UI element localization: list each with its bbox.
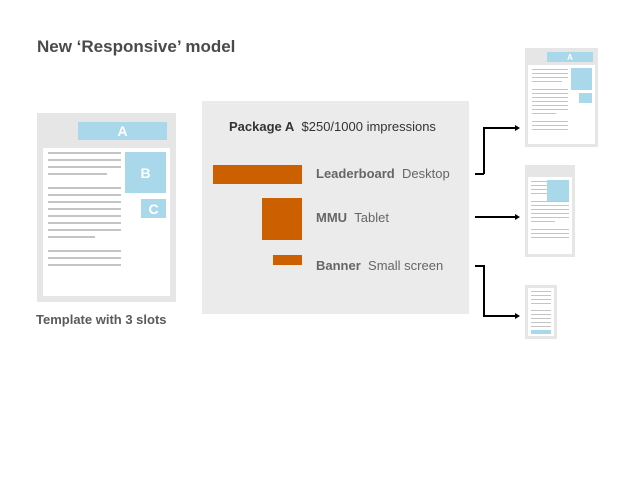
text-line bbox=[531, 205, 569, 206]
desktop-slot-a: A bbox=[547, 52, 593, 62]
text-line bbox=[48, 222, 121, 224]
text-line bbox=[532, 121, 568, 122]
device-name: Desktop bbox=[401, 166, 450, 181]
text-line bbox=[531, 326, 551, 327]
desktop-slot-b bbox=[571, 68, 592, 90]
text-line bbox=[532, 129, 568, 130]
text-line bbox=[531, 318, 551, 319]
template-page: A B C bbox=[37, 113, 176, 302]
text-line bbox=[48, 166, 121, 168]
connector-desktop bbox=[483, 127, 485, 174]
package-name: Package A bbox=[229, 119, 295, 134]
leaderboard-bar bbox=[213, 165, 302, 184]
arrow-icon bbox=[515, 125, 520, 131]
banner-bar bbox=[273, 255, 302, 265]
diagram-title: New ‘Responsive’ model bbox=[37, 37, 236, 56]
connector-mobile bbox=[483, 315, 516, 317]
text-line bbox=[531, 237, 569, 238]
desktop-slot-c bbox=[579, 93, 592, 103]
text-line bbox=[48, 187, 121, 189]
text-line bbox=[531, 233, 569, 234]
template-content-area: B C bbox=[43, 148, 170, 296]
leaderboard-label: Leaderboard Desktop bbox=[316, 166, 450, 181]
text-line bbox=[531, 299, 551, 300]
text-line bbox=[48, 194, 121, 196]
text-line bbox=[531, 291, 551, 292]
text-line bbox=[48, 264, 121, 266]
slot-b: B bbox=[125, 152, 166, 193]
text-line bbox=[532, 73, 568, 74]
desktop-content-area bbox=[528, 65, 595, 144]
text-line bbox=[531, 314, 551, 315]
text-line bbox=[531, 181, 547, 182]
slot-a: A bbox=[78, 122, 167, 140]
text-line bbox=[48, 250, 121, 252]
text-line bbox=[532, 105, 568, 106]
format-name: Banner bbox=[316, 258, 361, 273]
text-line bbox=[532, 81, 562, 82]
mobile-slot-banner bbox=[531, 330, 551, 334]
text-line bbox=[531, 295, 551, 296]
connector-desktop bbox=[483, 127, 516, 129]
tablet-slot-b bbox=[547, 180, 569, 202]
text-line bbox=[532, 97, 568, 98]
template-caption: Template with 3 slots bbox=[36, 312, 167, 327]
text-line bbox=[532, 69, 568, 70]
tablet-content-area bbox=[528, 177, 572, 254]
text-line bbox=[48, 229, 121, 231]
text-line bbox=[48, 201, 121, 203]
text-line bbox=[48, 173, 107, 175]
text-line bbox=[532, 89, 568, 90]
mobile-content-area bbox=[528, 288, 554, 336]
slot-c-label: C bbox=[148, 200, 159, 217]
slot-a-label: A bbox=[117, 123, 128, 139]
mobile-output-page bbox=[525, 285, 557, 339]
text-line bbox=[48, 215, 121, 217]
text-line bbox=[48, 236, 95, 238]
text-line bbox=[531, 221, 555, 222]
text-line bbox=[531, 193, 547, 194]
text-line bbox=[531, 303, 551, 304]
text-line bbox=[531, 217, 569, 218]
text-line bbox=[532, 125, 568, 126]
text-line bbox=[531, 213, 569, 214]
connector-mobile bbox=[475, 265, 484, 267]
slot-c: C bbox=[141, 199, 166, 218]
text-line bbox=[48, 208, 121, 210]
text-line bbox=[531, 229, 569, 230]
package-header: Package A $250/1000 impressions bbox=[229, 119, 436, 134]
arrow-icon bbox=[515, 214, 520, 220]
package-price: $250/1000 impressions bbox=[301, 119, 436, 134]
text-line bbox=[532, 113, 556, 114]
package-panel: Package A $250/1000 impressions Leaderbo… bbox=[202, 101, 469, 314]
format-name: MMU bbox=[316, 210, 348, 225]
tablet-output-page bbox=[525, 165, 575, 257]
text-line bbox=[532, 77, 568, 78]
slot-b-label: B bbox=[140, 164, 151, 181]
text-line bbox=[531, 209, 569, 210]
text-line bbox=[532, 109, 568, 110]
mmu-label: MMU Tablet bbox=[316, 210, 389, 225]
text-line bbox=[48, 257, 121, 259]
connector-mobile bbox=[483, 265, 485, 316]
text-line bbox=[532, 93, 568, 94]
format-name: Leaderboard bbox=[316, 166, 395, 181]
text-line bbox=[531, 310, 551, 311]
connector-desktop bbox=[475, 173, 484, 175]
text-line bbox=[48, 159, 121, 161]
text-line bbox=[532, 101, 568, 102]
banner-label: Banner Small screen bbox=[316, 258, 443, 273]
text-line bbox=[48, 152, 121, 154]
device-name: Small screen bbox=[368, 258, 444, 273]
device-name: Tablet bbox=[354, 210, 389, 225]
arrow-icon bbox=[515, 313, 520, 319]
text-line bbox=[531, 185, 547, 186]
text-line bbox=[531, 322, 551, 323]
desktop-slot-a-label: A bbox=[567, 52, 573, 62]
desktop-output-page: A bbox=[525, 48, 598, 147]
mmu-bar bbox=[262, 198, 302, 240]
connector-tablet bbox=[475, 216, 516, 218]
text-line bbox=[531, 189, 547, 190]
text-line bbox=[531, 201, 569, 202]
